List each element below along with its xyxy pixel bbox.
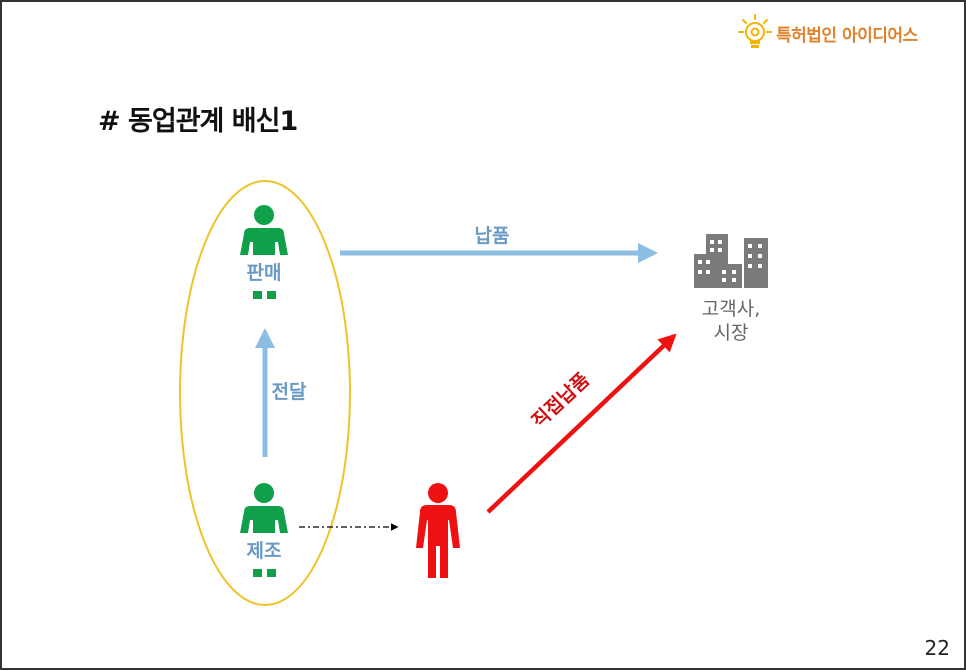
seller-node: 판매 xyxy=(240,205,288,299)
person-icon xyxy=(240,483,288,577)
customer-label-line2: 시장 xyxy=(714,322,749,344)
page-number: 22 xyxy=(924,636,950,660)
buildings-icon xyxy=(694,234,768,288)
seller-label: 판매 xyxy=(247,262,282,284)
brand-logo: 특허법인 아이디어스 xyxy=(738,14,918,52)
partnership-group-ellipse xyxy=(179,180,351,606)
betrayer-person-icon xyxy=(416,483,460,578)
transfer-label: 전달 xyxy=(272,381,307,403)
manufacturer-node: 제조 xyxy=(240,483,288,577)
direct-delivery-arrow xyxy=(486,333,677,514)
customer-label-line1: 고객사, xyxy=(702,298,760,320)
manufacturer-label: 제조 xyxy=(247,540,282,562)
delivery-label: 납품 xyxy=(475,225,510,247)
lightbulb-gear-icon xyxy=(738,14,772,48)
person-icon xyxy=(240,205,288,299)
slide-title: # 동업관계 배신1 xyxy=(98,106,298,137)
brand-name: 특허법인 아이디어스 xyxy=(776,25,918,46)
